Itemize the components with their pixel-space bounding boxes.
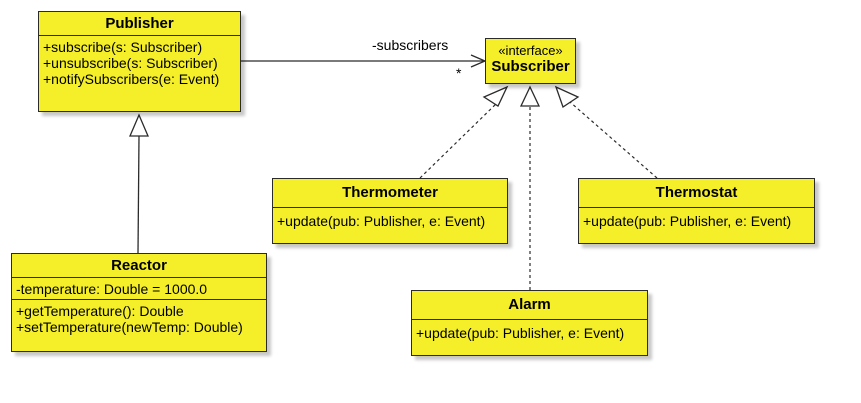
subscriber-stereotype: «interface» [498, 43, 563, 58]
subscriber-interface-name: Subscriber [491, 58, 570, 75]
thermostat-method: +update(pub: Publisher, e: Event) [583, 213, 792, 229]
alarm-class[interactable]: Alarm +update(pub: Publisher, e: Event) [411, 290, 648, 356]
reactor-publisher-generalization-arrowhead [129, 113, 149, 137]
alarm-realization-arrowhead [519, 85, 541, 107]
reactor-attribute: -temperature: Double = 1000.0 [16, 281, 208, 297]
alarm-class-name: Alarm [508, 296, 551, 313]
thermometer-class[interactable]: Thermometer +update(pub: Publisher, e: E… [272, 178, 508, 244]
thermostat-class-name: Thermostat [655, 184, 738, 201]
subscriber-interface[interactable]: «interface» Subscriber [485, 38, 576, 84]
publisher-method: +subscribe(s: Subscriber) [43, 39, 203, 55]
association-multiplicity-label: * [456, 65, 462, 81]
reactor-method: +setTemperature(newTemp: Double) [16, 319, 243, 335]
thermostat-subscriber-realization-line [569, 101, 658, 179]
thermostat-methods: +update(pub: Publisher, e: Event) [579, 207, 814, 231]
thermostat-class[interactable]: Thermostat +update(pub: Publisher, e: Ev… [578, 178, 815, 244]
publisher-method: +unsubscribe(s: Subscriber) [43, 55, 218, 71]
alarm-method: +update(pub: Publisher, e: Event) [416, 325, 625, 341]
alarm-methods: +update(pub: Publisher, e: Event) [412, 319, 647, 343]
reactor-class-name: Reactor [111, 257, 167, 274]
reactor-methods: +getTemperature(): Double +setTemperatur… [12, 299, 266, 337]
publisher-method: +notifySubscribers(e: Event) [43, 71, 220, 87]
association-role-label: -subscribers [372, 37, 449, 53]
reactor-method: +getTemperature(): Double [16, 303, 184, 319]
thermometer-class-name: Thermometer [342, 184, 438, 201]
publisher-class-name: Publisher [105, 15, 174, 32]
publisher-methods: +subscribe(s: Subscriber) +unsubscribe(s… [39, 35, 240, 89]
thermostat-realization-arrowhead [554, 85, 580, 109]
thermometer-method: +update(pub: Publisher, e: Event) [277, 213, 486, 229]
reactor-class[interactable]: Reactor -temperature: Double = 1000.0 +g… [11, 253, 267, 352]
publisher-class[interactable]: Publisher +subscribe(s: Subscriber) +uns… [38, 11, 241, 112]
thermometer-subscriber-realization-line [419, 101, 499, 179]
reactor-publisher-generalization-line [137, 135, 140, 254]
thermometer-methods: +update(pub: Publisher, e: Event) [273, 207, 507, 231]
thermometer-realization-arrowhead [482, 85, 509, 107]
reactor-attributes: -temperature: Double = 1000.0 [12, 277, 266, 299]
